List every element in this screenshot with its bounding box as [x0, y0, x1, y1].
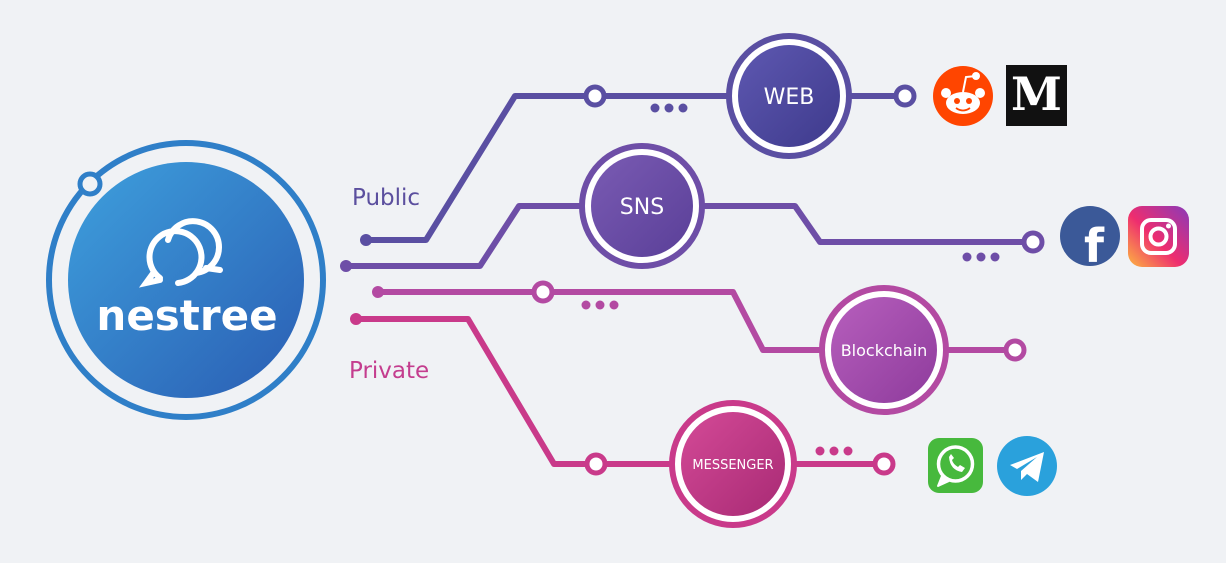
brand-name: nestree [96, 291, 277, 340]
web-ring-node [583, 84, 607, 108]
sns-node-label: SNS [620, 195, 664, 220]
whatsapp-icon [928, 438, 983, 493]
sns-ellipsis [962, 252, 1000, 262]
messenger-start-dot [350, 313, 362, 325]
instagram-icon [1128, 206, 1189, 267]
facebook-icon-letter: f [1084, 219, 1105, 273]
blockchain-ellipsis [581, 300, 619, 310]
connection-lines [343, 93, 1036, 467]
messenger-end-ring [872, 452, 896, 476]
messenger-node-label: MESSENGER [692, 458, 773, 473]
blockchain-node[interactable]: Blockchain [819, 285, 949, 415]
private-label: Private [349, 358, 429, 384]
blockchain-node-label: Blockchain [841, 341, 928, 360]
messenger-ellipsis [815, 446, 853, 456]
blockchain-end-ring [1003, 338, 1027, 362]
web-start-dot [360, 234, 372, 246]
public-label: Public [352, 185, 420, 211]
sns-node[interactable]: SNS [579, 143, 705, 269]
blockchain-ring-node [531, 280, 555, 304]
blockchain-start-dot [372, 286, 384, 298]
medium-icon-letter: M [1011, 67, 1062, 121]
nestree-hub: nestree [46, 140, 326, 420]
messenger-node[interactable]: MESSENGER [669, 400, 797, 528]
web-end-ring [893, 84, 917, 108]
nestree-logo-icon [138, 218, 223, 288]
sns-start-dot [340, 260, 352, 272]
reddit-icon [933, 66, 993, 126]
hub-ring-dot [77, 171, 103, 197]
messenger-ring-node [584, 452, 608, 476]
web-ellipsis [650, 103, 688, 113]
web-node-label: WEB [764, 85, 815, 110]
facebook-icon: f [1060, 206, 1120, 273]
sns-end-ring [1021, 230, 1045, 254]
web-connection [363, 93, 908, 243]
telegram-icon [997, 436, 1057, 496]
web-node[interactable]: WEB [726, 33, 852, 159]
medium-icon: M [1006, 65, 1067, 126]
messenger-connection [353, 316, 887, 467]
